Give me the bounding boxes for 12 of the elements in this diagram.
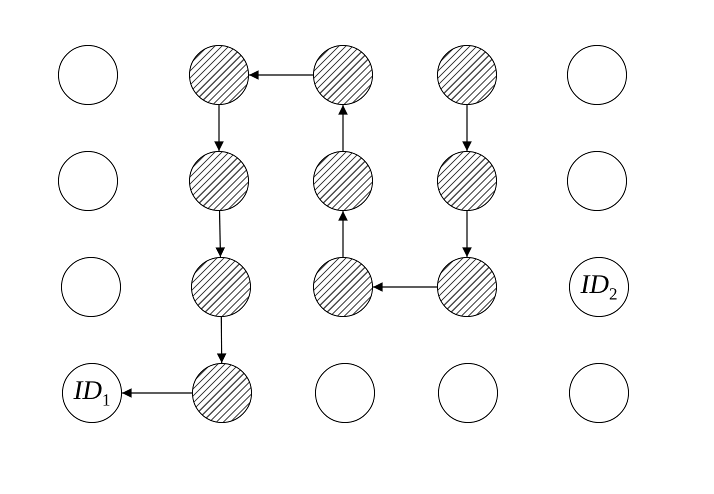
node-label: ID$_{1}$	[74, 377, 110, 409]
arrow	[462, 211, 472, 257]
arrow	[215, 210, 226, 258]
arrow	[462, 105, 472, 151]
arrow	[373, 282, 437, 292]
node-label: ID$_{2}$	[580, 271, 618, 303]
arrow	[216, 317, 226, 363]
arrow	[338, 105, 348, 151]
arrow	[122, 388, 192, 398]
arrow	[214, 105, 224, 151]
arrow	[249, 70, 313, 80]
arrow	[338, 211, 348, 257]
